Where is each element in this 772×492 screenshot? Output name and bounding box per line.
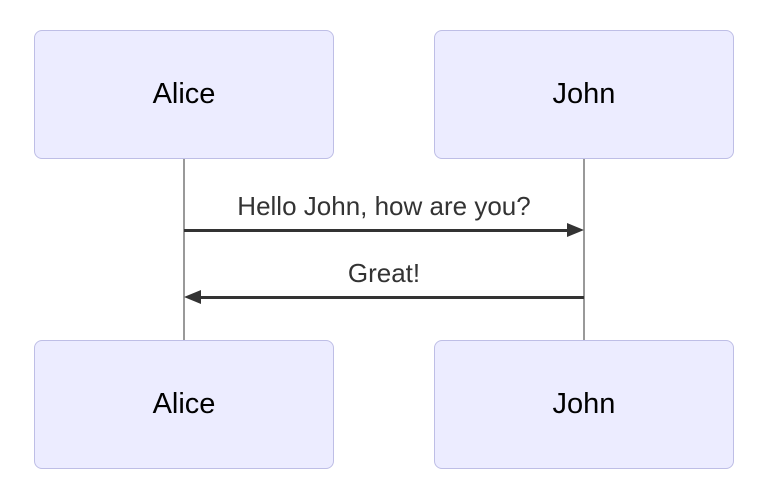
lifeline-john <box>583 159 585 340</box>
actor-label-john-bottom: John <box>552 388 616 420</box>
actor-label-alice-top: Alice <box>152 78 216 110</box>
message-line-hello <box>184 229 568 232</box>
actor-label-john-top: John <box>552 78 616 110</box>
lifeline-alice <box>183 159 185 340</box>
actor-box-alice-top: Alice <box>34 30 334 159</box>
message-line-great <box>200 296 584 299</box>
actor-label-alice-bottom: Alice <box>152 388 216 420</box>
actor-box-alice-bottom: Alice <box>34 340 334 469</box>
message-text-hello: Hello John, how are you? <box>237 191 531 221</box>
message-text-great: Great! <box>347 258 421 288</box>
arrowhead-right-icon <box>567 223 584 237</box>
actor-box-john-top: John <box>434 30 734 159</box>
actor-box-john-bottom: John <box>434 340 734 469</box>
arrowhead-left-icon <box>184 290 201 304</box>
